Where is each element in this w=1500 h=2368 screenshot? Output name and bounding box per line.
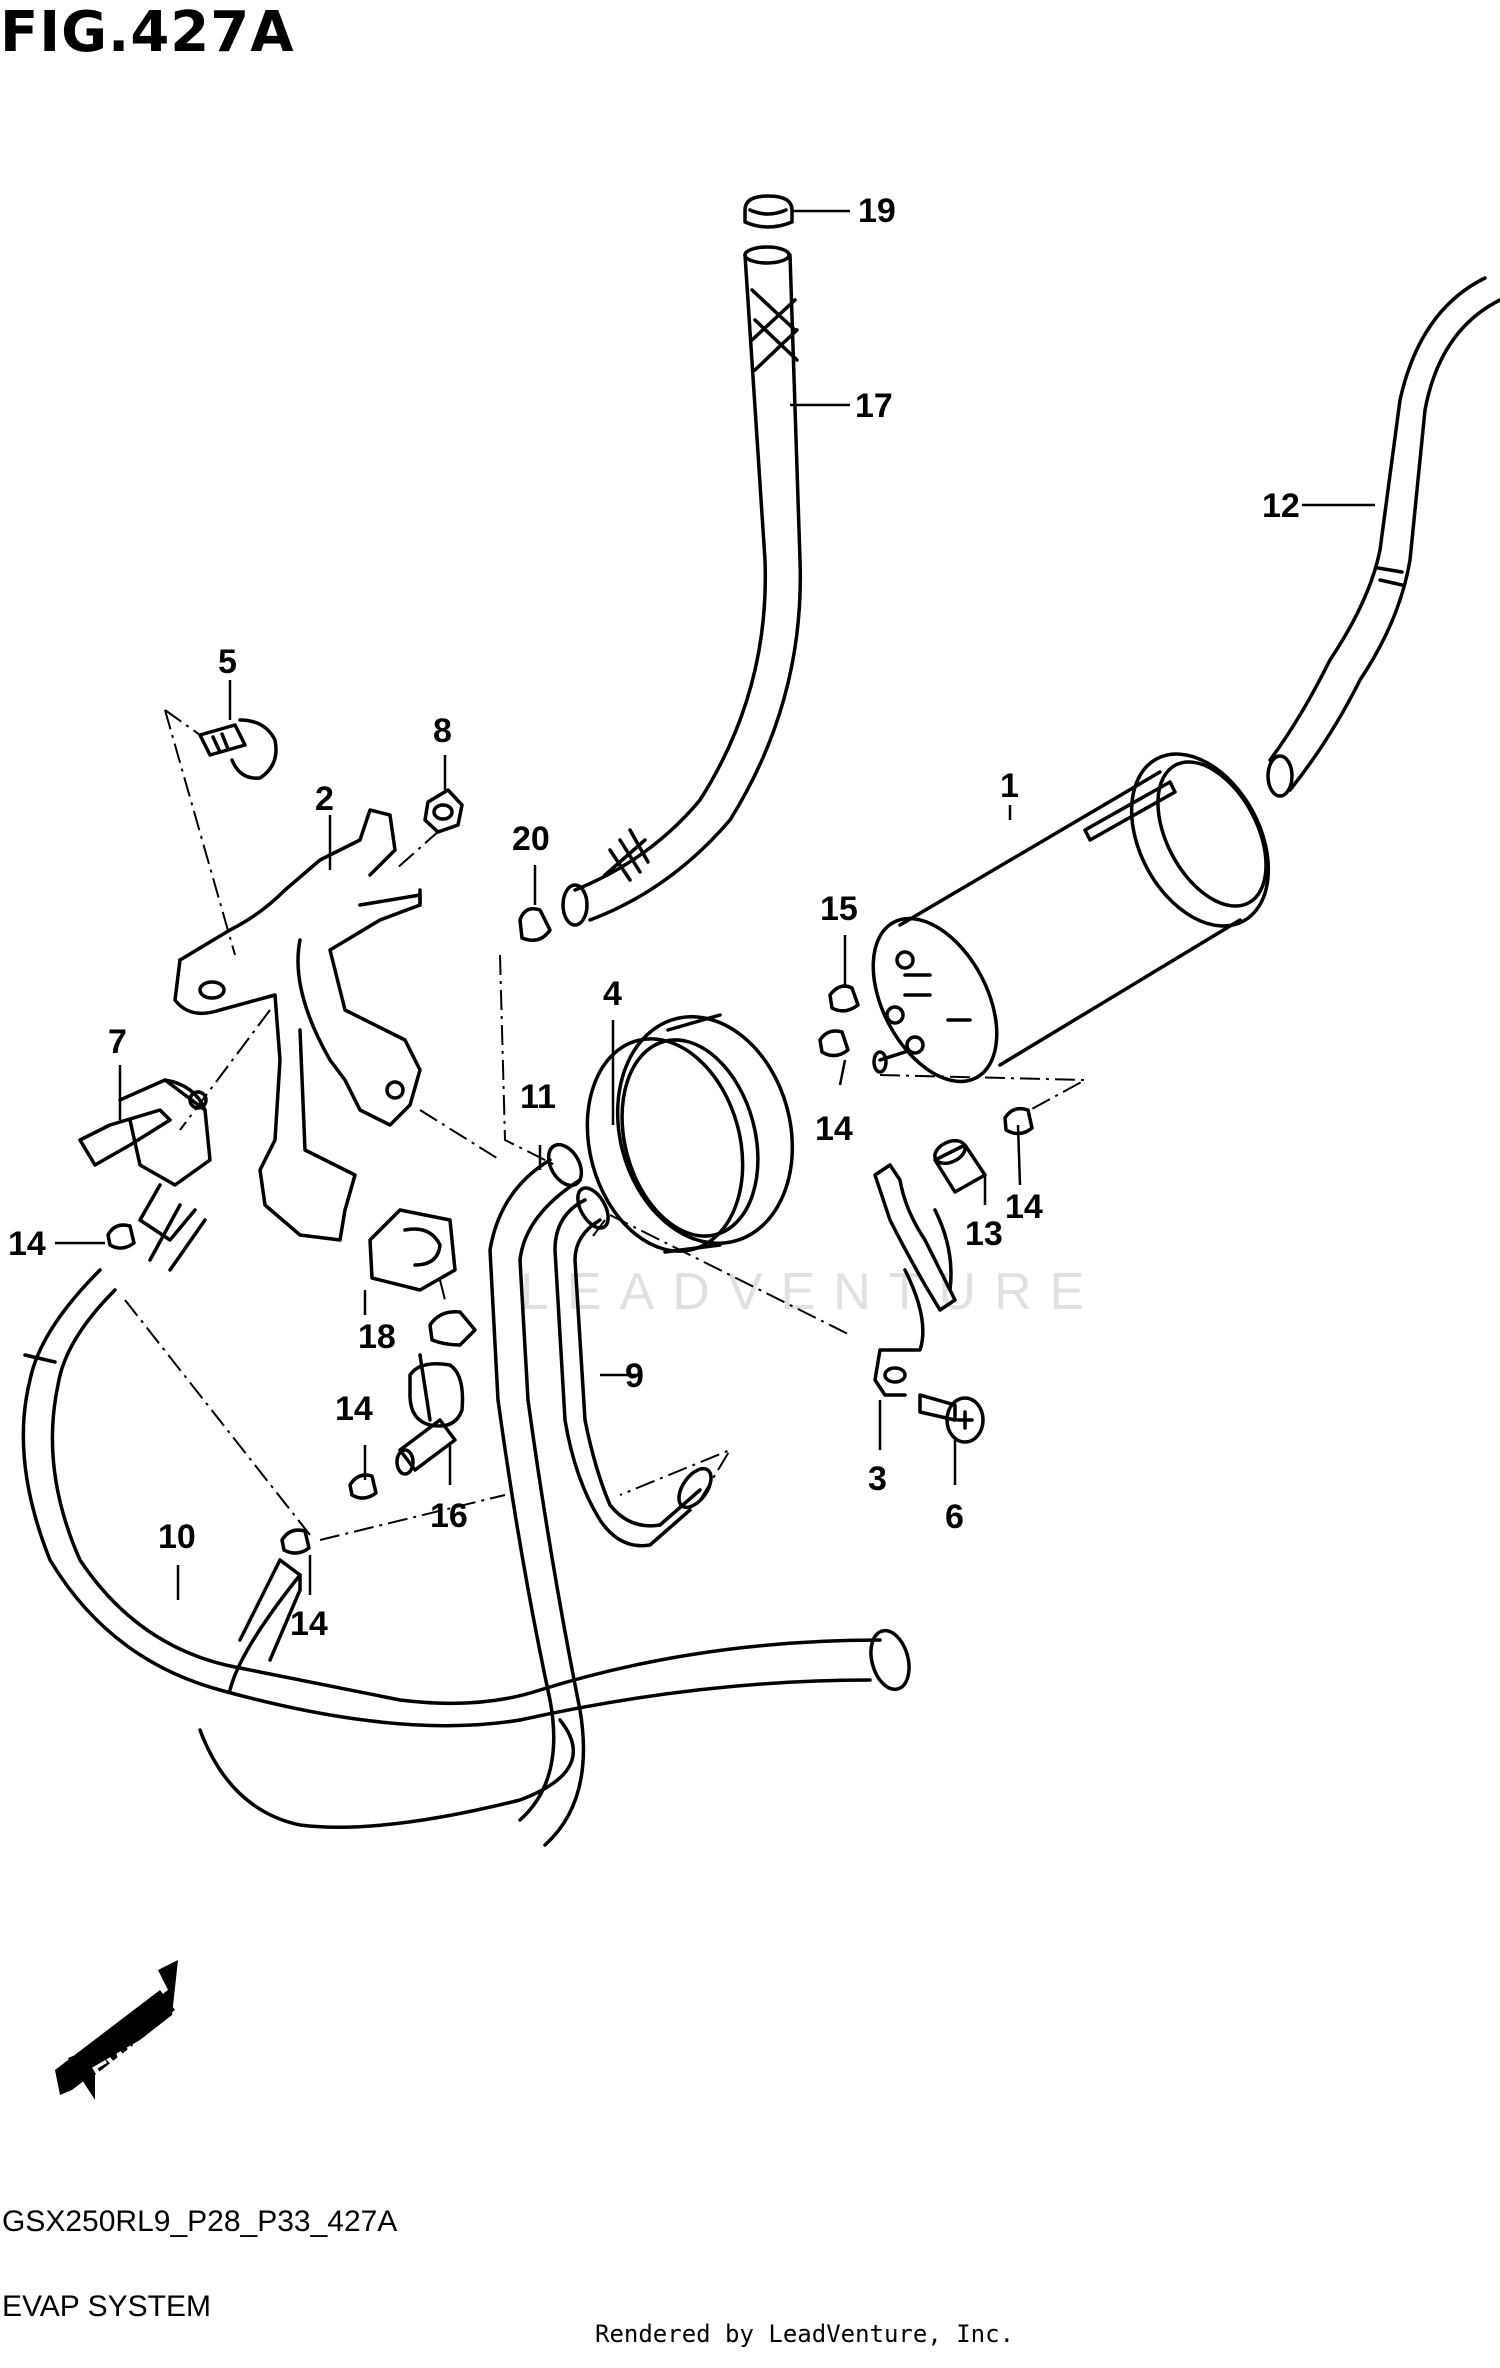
- bolt-5: [198, 718, 278, 780]
- callout-9: 9: [625, 1357, 644, 1395]
- diagram-name: EVAP SYSTEM: [2, 2290, 211, 2323]
- valve-7: [78, 1078, 212, 1272]
- callout-19: 19: [858, 192, 896, 230]
- callout-13: 13: [965, 1215, 1003, 1253]
- callout-4: 4: [603, 975, 622, 1013]
- callout-10: 10: [158, 1518, 196, 1556]
- callout-3: 3: [868, 1460, 887, 1498]
- clip-19: [743, 194, 794, 229]
- clamp-3: [873, 1163, 957, 1397]
- hose-11: [488, 1142, 586, 1847]
- nut-8: [423, 788, 464, 834]
- rendered-by-credit: Rendered by LeadVenture, Inc.: [595, 2320, 1015, 2348]
- callout-15: 15: [820, 890, 858, 928]
- figure-title: FIG.427A: [0, 0, 295, 65]
- hose-9: [553, 1186, 713, 1548]
- callout-17: 17: [855, 387, 893, 425]
- callout-20: 20: [512, 820, 550, 858]
- hose-10: [21, 1268, 911, 1829]
- clip-14-hose: [280, 1528, 311, 1555]
- canister-1: [871, 752, 1271, 1084]
- callout-18: 18: [358, 1318, 396, 1356]
- callout-11: 11: [520, 1078, 556, 1116]
- bracket-2: [173, 808, 422, 1242]
- callout-6: 6: [945, 1498, 964, 1536]
- callout-7: 7: [108, 1023, 127, 1061]
- callout-14-valve: 14: [8, 1225, 46, 1263]
- diagram-code: GSX250RL9_P28_P33_427A: [2, 2205, 398, 2238]
- clip-14-plug: [1003, 1106, 1034, 1136]
- callout-1: 1: [1000, 767, 1019, 805]
- clip-14-joint: [348, 1473, 378, 1500]
- clip-14-canister: [818, 1029, 850, 1058]
- grommet-4: [585, 1013, 795, 1254]
- callout-8: 8: [433, 712, 452, 750]
- callout-12: 12: [1262, 487, 1300, 525]
- plug-13: [933, 1138, 987, 1194]
- cushion-18: [368, 1208, 457, 1292]
- callout-5: 5: [218, 643, 237, 681]
- callout-14-plug: 14: [1005, 1188, 1043, 1226]
- callout-14-canister: 14: [815, 1110, 853, 1148]
- callout-14-hose: 14: [290, 1605, 328, 1643]
- clip-14-valve: [106, 1223, 136, 1250]
- callout-2: 2: [315, 780, 334, 818]
- hose-17: [561, 245, 803, 927]
- fwd-arrow: FWD: [55, 1960, 178, 2100]
- clip-15: [828, 984, 860, 1013]
- clip-20: [518, 907, 552, 942]
- hose-12: [1266, 276, 1500, 798]
- callout-16: 16: [430, 1497, 468, 1535]
- joint-16: [395, 1310, 477, 1476]
- screw-6: [918, 1393, 985, 1444]
- callout-14-joint: 14: [335, 1390, 373, 1428]
